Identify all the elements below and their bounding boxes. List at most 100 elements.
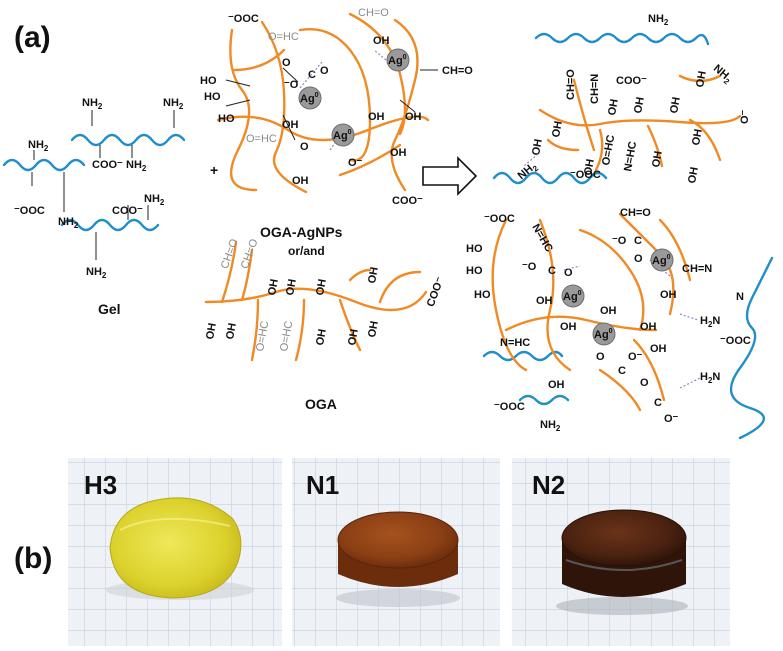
or-and-caption: or/and [288, 244, 325, 258]
minus-o-label: O⁻ [628, 351, 643, 363]
silver-nanoparticle: Ag0 [331, 123, 355, 147]
oh-label: OH [600, 305, 617, 317]
gel-coo-label: COO⁻ [112, 205, 143, 217]
photo-h3: H3 [68, 458, 282, 646]
oh-label: OH [660, 289, 677, 301]
oga-caption: OGA [305, 396, 337, 412]
ho-label: HO [474, 289, 491, 301]
oh-label: OH [536, 295, 553, 307]
silver-nanoparticle: Ag0 [386, 48, 410, 72]
gel-ooc-label: ⁻OOC [14, 205, 45, 217]
oh-label: OH [560, 321, 577, 333]
oga-molecule: CH=O CH=O OH OH OH OH COO⁻ OH OH O=HC O=… [204, 237, 447, 412]
coo-label: COO⁻ [392, 195, 423, 207]
oh-label: OH [668, 96, 683, 114]
gel-nh2-label: NH2 [126, 159, 147, 173]
coo-label: ⁻OOC [570, 169, 601, 181]
aldehyde-label: O=HC [254, 320, 271, 353]
oh-label: OH [582, 158, 597, 176]
o-label: O [282, 57, 291, 69]
aldehyde-label: CH=O [239, 237, 261, 271]
oh-label: OH [204, 322, 219, 340]
oh-label: OH [373, 35, 390, 47]
crosslinked-network: NH2 NH2 COO⁻ CH=O CH=N O⁻ OH OH OH OH OH… [466, 13, 774, 440]
nh2-label: NH2 [648, 13, 669, 27]
aldehyde-label: CH=O [358, 7, 389, 19]
gel-molecule: NH2 NH2 COO⁻ NH2 NH2 ⁻OOC NH2 COO⁻ NH2 N… [2, 97, 186, 317]
o-label: ⁻O [522, 261, 537, 273]
oh-label: OH [632, 96, 647, 114]
gel-coo-label: COO⁻ [92, 159, 123, 171]
photo-n2: N2 [512, 458, 730, 646]
imine-label: CH=N [589, 74, 601, 104]
svg-text:Ag0: Ag0 [563, 290, 582, 303]
coo-label: ⁻OOC [484, 213, 515, 225]
aldehyde-label: O=HC [268, 31, 299, 43]
gel-nh2-label: NH2 [82, 97, 103, 111]
svg-text:Ag0: Ag0 [333, 129, 352, 142]
panel-a-label: (a) [14, 21, 51, 54]
oh-label: OH [284, 278, 299, 296]
o-label: O⁻ [664, 413, 679, 425]
oh-label: OH [346, 328, 361, 346]
silver-nanoparticle: Ag0 [298, 86, 322, 110]
o-label: O⁻ [739, 109, 751, 124]
silver-nanoparticle: Ag0 [592, 322, 616, 346]
c-label: C [308, 69, 316, 81]
photo-label: N1 [306, 470, 339, 500]
minus-o-label: ⁻O [284, 79, 299, 91]
oh-label: OH [314, 328, 329, 346]
coo-label: ⁻OOC [494, 401, 525, 413]
svg-text:Ag0: Ag0 [594, 328, 613, 341]
oh-label: OH [690, 128, 705, 146]
oh-label: OH [366, 266, 381, 284]
oh-label: OH [266, 278, 281, 296]
ho-label: HO [218, 113, 235, 125]
oh-label: OH [314, 278, 329, 296]
minus-o-label: O⁻ [348, 157, 363, 169]
oh-label: OH [405, 111, 422, 123]
gel-nh2-label: NH2 [58, 216, 79, 230]
nh2-label: NH2 [540, 419, 561, 433]
ho-label: HO [200, 75, 217, 87]
o-label: O [564, 267, 573, 279]
panel-b-label: (b) [14, 542, 52, 575]
oh-label: OH [548, 379, 565, 391]
oga-agnps-molecule: ⁻OOC O=HC CH=O OH HO HO O ⁻O C O CH=O HO… [200, 7, 473, 258]
oh-label: OH [292, 175, 309, 187]
coo-label: ⁻OOC [720, 335, 751, 347]
oh-label: OH [390, 147, 407, 159]
aldehyde-label: O=HC [278, 320, 295, 353]
ho-label: HO [466, 265, 483, 277]
aldehyde-label: O=HC [600, 134, 617, 167]
c-label: C [634, 235, 642, 247]
gel-nh2-label: NH2 [163, 97, 184, 111]
h2n-label: H2N [700, 371, 720, 385]
oh-label: OH [368, 111, 385, 123]
minus-o-label: ⁻O [612, 235, 627, 247]
oh-label: OH [224, 322, 239, 340]
coo-label: COO⁻ [425, 275, 447, 308]
photo-n1: N1 [292, 458, 500, 646]
aldehyde-label: CH=O [219, 237, 241, 271]
ho-label: HO [466, 243, 483, 255]
oh-label: OH [694, 70, 709, 88]
o-label: O [596, 351, 605, 363]
plus-sign: + [210, 162, 218, 178]
reaction-arrow [422, 156, 478, 196]
imine-label: N=HC [500, 337, 530, 349]
svg-text:Ag0: Ag0 [300, 92, 319, 105]
oh-label: OH [650, 150, 665, 168]
gel-nh2-label: NH2 [144, 193, 165, 207]
h2n-label: H2N [700, 315, 720, 329]
imine-label: CH=N [682, 263, 712, 275]
photo-label: N2 [532, 470, 565, 500]
o-label: O [634, 253, 643, 265]
aldehyde-label: CH=O [442, 65, 473, 77]
svg-text:Ag0: Ag0 [388, 54, 407, 67]
oh-label: OH [530, 138, 545, 156]
gel-nh2-label: NH2 [28, 139, 49, 153]
coo-label: ⁻OOC [228, 13, 259, 25]
ho-label: HO [204, 91, 221, 103]
